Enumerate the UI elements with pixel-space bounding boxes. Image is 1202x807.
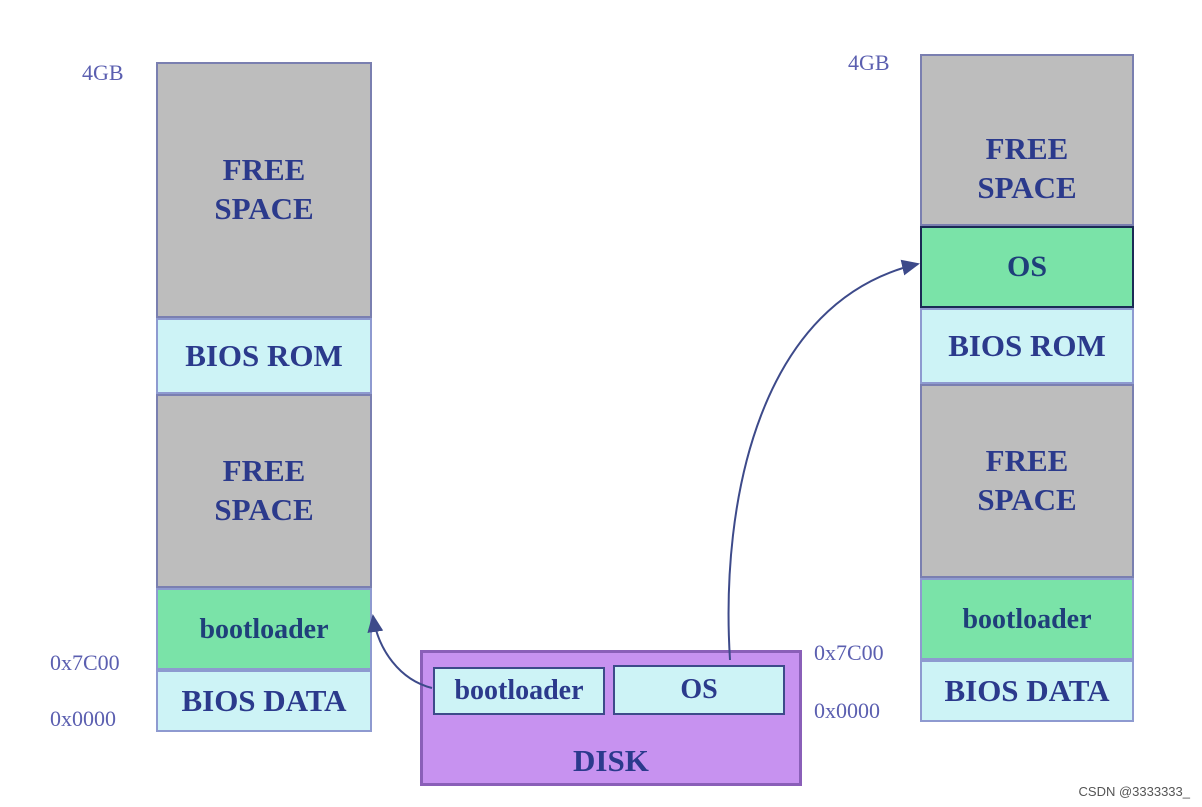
disk-os: OS xyxy=(613,665,785,715)
right-bios-data: BIOS DATA xyxy=(920,660,1134,722)
right-addr-0000: 0x0000 xyxy=(814,698,880,723)
left-free-space-upper: FREE SPACE xyxy=(156,62,372,318)
right-os: OS xyxy=(920,226,1134,308)
disk-label: DISK xyxy=(573,743,649,778)
watermark: CSDN @3333333_ xyxy=(1078,784,1190,799)
left-bios-data: BIOS DATA xyxy=(156,670,372,732)
disk-bootloader: bootloader xyxy=(433,667,605,715)
left-addr-7c00: 0x7C00 xyxy=(50,650,120,675)
disk: bootloader OS DISK xyxy=(420,650,802,786)
left-bios-rom: BIOS ROM xyxy=(156,318,372,394)
arrow-disk-bootloader-to-memory xyxy=(367,614,433,689)
right-bootloader: bootloader xyxy=(920,578,1134,660)
left-addr-4gb: 4GB xyxy=(82,60,124,85)
left-addr-0000: 0x0000 xyxy=(50,706,116,731)
right-addr-7c00: 0x7C00 xyxy=(814,640,884,665)
right-addr-4gb: 4GB xyxy=(848,50,890,75)
left-free-space-lower: FREE SPACE xyxy=(156,394,372,588)
arrow-disk-os-to-memory xyxy=(727,259,920,661)
right-free-space-upper: FREE SPACE xyxy=(920,54,1134,226)
left-bootloader: bootloader xyxy=(156,588,372,670)
right-free-space-lower: FREE SPACE xyxy=(920,384,1134,578)
right-bios-rom: BIOS ROM xyxy=(920,308,1134,384)
